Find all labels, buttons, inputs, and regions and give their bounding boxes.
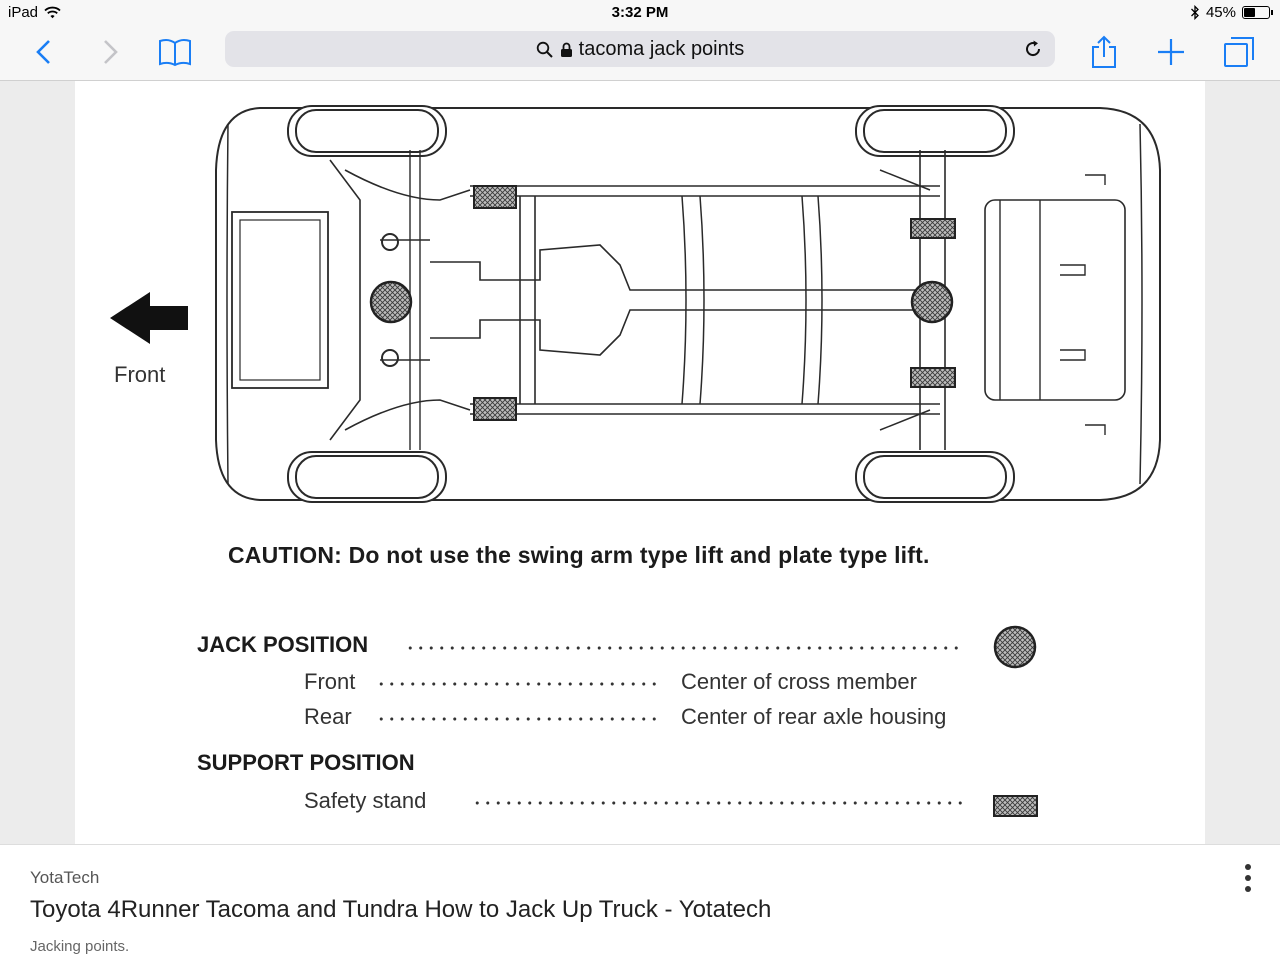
legend-safety-stand: Safety stand <box>304 788 427 813</box>
legend-front-desc: Center of cross member <box>681 669 917 694</box>
forward-button[interactable] <box>90 32 130 72</box>
dot-leader <box>405 645 965 651</box>
browser-toolbar: tacoma jack points <box>0 26 1280 81</box>
chevron-right-icon <box>104 40 118 64</box>
legend-support-symbol <box>993 795 1038 817</box>
support-point-front-left <box>473 185 517 209</box>
rear-jack-point <box>910 280 954 324</box>
address-query: tacoma jack points <box>225 38 1055 61</box>
status-left: iPad <box>8 4 61 21</box>
tabs-button[interactable] <box>1219 32 1259 72</box>
result-source[interactable]: YotaTech <box>30 868 100 887</box>
back-button[interactable] <box>24 32 64 72</box>
dot-leader <box>376 716 660 722</box>
bookmarks-button[interactable] <box>155 32 195 72</box>
front-label: Front <box>114 362 166 387</box>
plus-icon <box>1158 39 1184 65</box>
reload-icon <box>1026 40 1041 57</box>
more-vertical-icon <box>1245 863 1251 870</box>
status-right: 45% <box>1190 4 1273 21</box>
book-icon <box>159 38 191 67</box>
chevron-left-icon <box>36 40 50 64</box>
caution-text: CAUTION: Do not use the swing arm type l… <box>228 542 930 568</box>
device-name: iPad <box>8 4 39 21</box>
legend-jack-symbol <box>993 625 1037 669</box>
share-icon <box>1092 35 1116 68</box>
status-bar: iPad 3:32 PM 45% <box>0 0 1280 26</box>
legend-rear-label: Rear <box>304 704 352 729</box>
lock-icon <box>560 42 572 57</box>
reload-button[interactable] <box>1019 35 1047 63</box>
support-position-heading: SUPPORT POSITION <box>197 750 415 775</box>
legend-rear-desc: Center of rear axle housing <box>681 704 947 729</box>
dot-leader <box>472 800 962 806</box>
support-point-front-right <box>473 397 517 421</box>
legend-front-label: Front <box>304 669 356 694</box>
battery-icon <box>1242 6 1273 19</box>
url-text: tacoma jack points <box>578 38 745 60</box>
dot-leader <box>376 681 660 687</box>
share-button[interactable] <box>1084 32 1124 72</box>
result-title[interactable]: Toyota 4Runner Tacoma and Tundra How to … <box>30 896 772 923</box>
jack-position-heading: JACK POSITION <box>197 632 369 657</box>
front-arrow-icon <box>110 292 188 344</box>
image-result-card[interactable]: YotaTech Toyota 4Runner Tacoma and Tundr… <box>0 844 1280 961</box>
front-jack-point <box>369 280 413 324</box>
support-point-rear-right <box>910 367 956 388</box>
address-bar[interactable]: tacoma jack points <box>225 31 1055 67</box>
wifi-icon <box>44 6 61 19</box>
status-time: 3:32 PM <box>611 4 669 21</box>
battery-percent: 45% <box>1205 4 1236 21</box>
more-options-button[interactable] <box>1236 861 1260 895</box>
bluetooth-icon <box>1191 5 1199 20</box>
result-caption: Jacking points. <box>30 938 130 955</box>
tabs-icon <box>1224 37 1254 67</box>
support-point-rear-left <box>910 218 956 239</box>
new-tab-button[interactable] <box>1151 32 1191 72</box>
search-icon <box>536 41 553 58</box>
